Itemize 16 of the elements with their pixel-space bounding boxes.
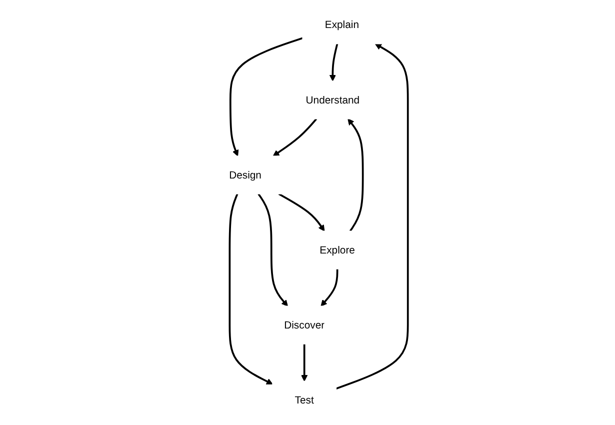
node-text: Design — [229, 168, 262, 181]
arrow — [330, 44, 338, 82]
arrow — [273, 118, 318, 156]
arrow — [258, 193, 288, 306]
arrow — [320, 268, 338, 306]
arrow — [278, 193, 325, 232]
node-text: Explain — [325, 18, 360, 30]
node-text: Understand — [306, 94, 360, 106]
arrow — [228, 194, 273, 384]
node-text: Test — [294, 394, 314, 406]
node-text: Discover — [284, 318, 325, 331]
node-text: Explore — [320, 244, 356, 256]
arrow — [336, 44, 409, 390]
arrow — [348, 118, 364, 232]
arrow — [301, 344, 308, 382]
arrow — [230, 37, 304, 156]
